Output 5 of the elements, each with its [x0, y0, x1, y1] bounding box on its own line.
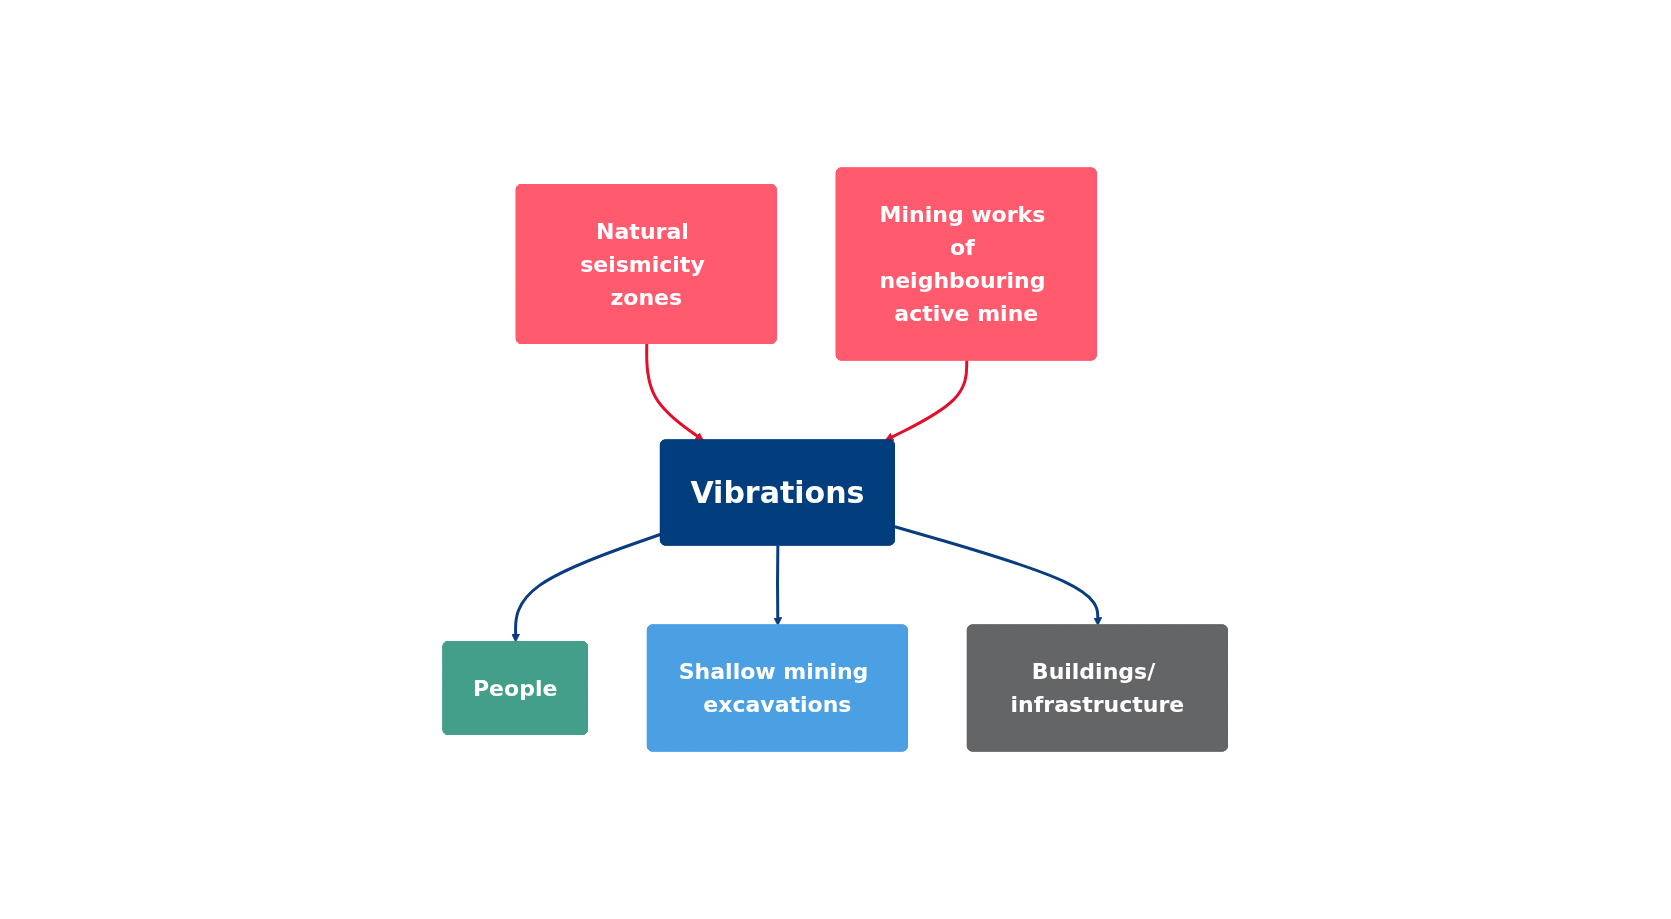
arrow	[773, 545, 783, 626]
arrow	[894, 525, 1103, 626]
arrow	[885, 360, 969, 441]
arrow	[511, 532, 662, 643]
arrow	[645, 344, 705, 441]
